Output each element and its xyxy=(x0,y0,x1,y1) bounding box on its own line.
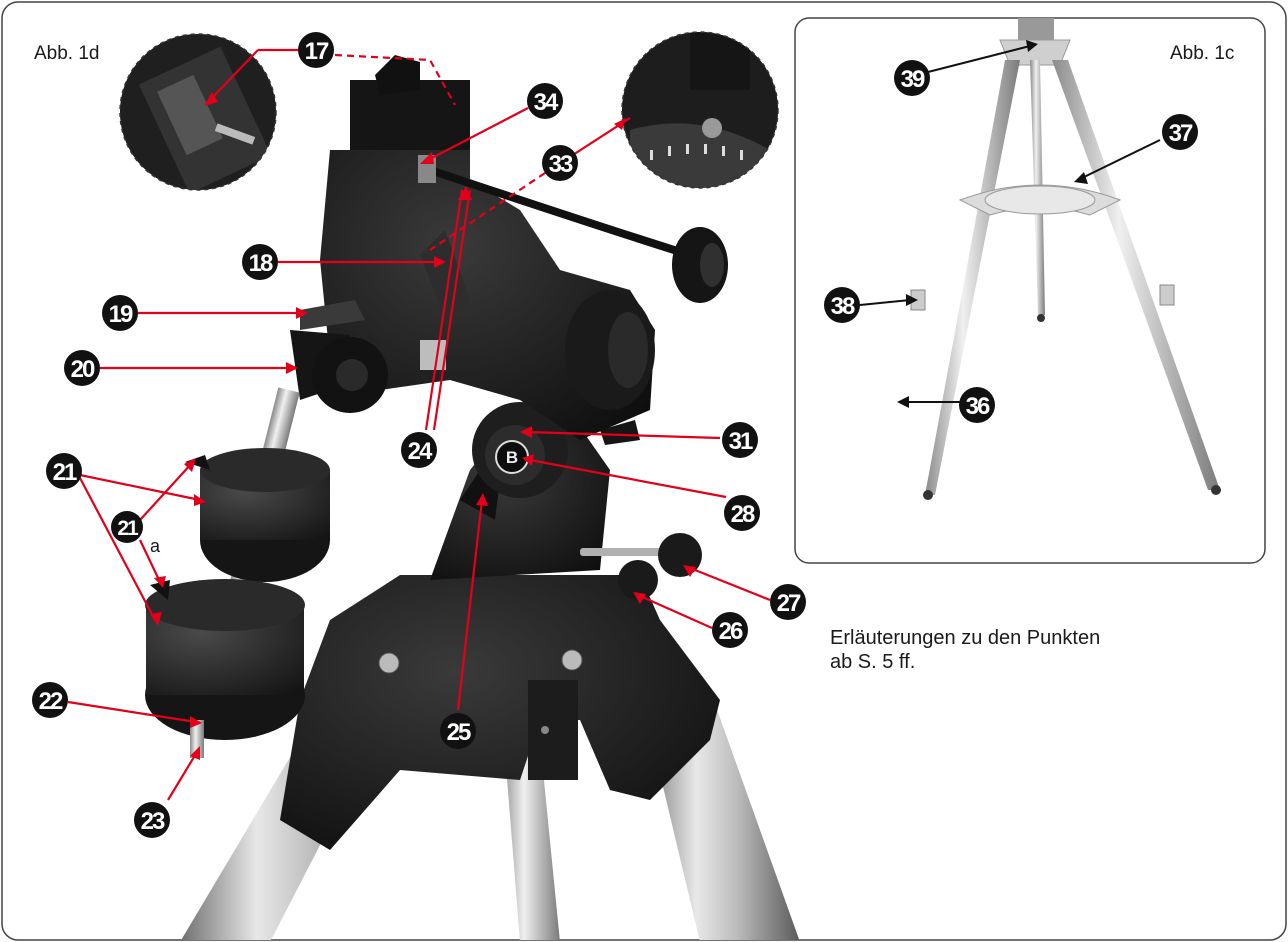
callout-26: 26 xyxy=(712,612,748,648)
leader-lines-tripod xyxy=(859,45,1161,403)
svg-text:39: 39 xyxy=(901,66,925,93)
note-line-1: Erläuterungen zu den Punkten xyxy=(830,627,1101,649)
callout-21a: 21 a xyxy=(111,511,161,556)
shaft-end-screw xyxy=(190,720,204,758)
callout-21: 21 xyxy=(46,453,82,489)
callout-39: 39 xyxy=(894,60,930,96)
callout-38: 38 xyxy=(824,287,860,323)
azimuth-adjust-bolts xyxy=(580,533,702,600)
svg-text:17: 17 xyxy=(305,38,329,65)
note-line-2: ab S. 5 ff. xyxy=(830,651,916,673)
svg-text:27: 27 xyxy=(777,590,801,617)
svg-text:26: 26 xyxy=(719,618,743,645)
svg-text:38: 38 xyxy=(831,293,855,320)
head-bolt-left xyxy=(378,652,400,674)
slow-motion-cable xyxy=(428,166,692,259)
callout-20: 20 xyxy=(64,350,100,386)
callout-33: 33 xyxy=(542,145,578,181)
svg-text:25: 25 xyxy=(447,719,471,746)
svg-text:21: 21 xyxy=(53,459,77,486)
svg-text:B: B xyxy=(506,448,518,467)
arrowheads-mount xyxy=(150,92,696,760)
svg-text:19: 19 xyxy=(109,301,133,328)
saddle xyxy=(350,80,470,150)
svg-text:33: 33 xyxy=(549,151,573,178)
callout-17: 17 xyxy=(298,32,334,68)
callout-25: 25 xyxy=(440,713,476,749)
svg-text:a: a xyxy=(150,536,161,556)
counterweight-lower xyxy=(145,579,305,740)
figure-title-left: Abb. 1d xyxy=(34,43,100,64)
svg-text:34: 34 xyxy=(534,89,559,116)
svg-text:24: 24 xyxy=(408,438,433,465)
svg-text:18: 18 xyxy=(249,250,273,277)
tripod-inset xyxy=(794,17,1266,564)
callout-18: 18 xyxy=(242,244,278,280)
tripod-head xyxy=(280,575,720,850)
callout-19: 19 xyxy=(102,295,138,331)
setting-circle-scale xyxy=(300,230,470,330)
arrowheads-tripod xyxy=(897,40,1088,408)
svg-text:22: 22 xyxy=(39,688,63,715)
callout-34: 34 xyxy=(527,83,563,119)
callout-36: 36 xyxy=(959,387,995,423)
callout-28: 28 xyxy=(724,495,760,531)
svg-text:21: 21 xyxy=(117,517,139,540)
callout-27: 27 xyxy=(770,584,806,620)
svg-text:23: 23 xyxy=(141,808,165,835)
svg-text:31: 31 xyxy=(729,428,753,455)
callout-31: 31 xyxy=(722,422,758,458)
head-bolt-right xyxy=(561,649,583,671)
svg-text:28: 28 xyxy=(731,501,755,528)
explanation-note: Erläuterungen zu den Punkten ab S. 5 ff. xyxy=(830,626,1100,674)
svg-text:20: 20 xyxy=(71,356,95,383)
callout-23: 23 xyxy=(134,802,170,838)
figure-title-right: Abb. 1c xyxy=(1170,43,1235,64)
detail-inset-right xyxy=(621,31,779,189)
callout-37: 37 xyxy=(1162,114,1198,150)
callout-24: 24 xyxy=(401,432,437,468)
svg-text:37: 37 xyxy=(1169,120,1193,147)
counterweight-upper xyxy=(185,448,330,582)
callout-22: 22 xyxy=(32,682,68,718)
svg-text:36: 36 xyxy=(966,393,990,420)
